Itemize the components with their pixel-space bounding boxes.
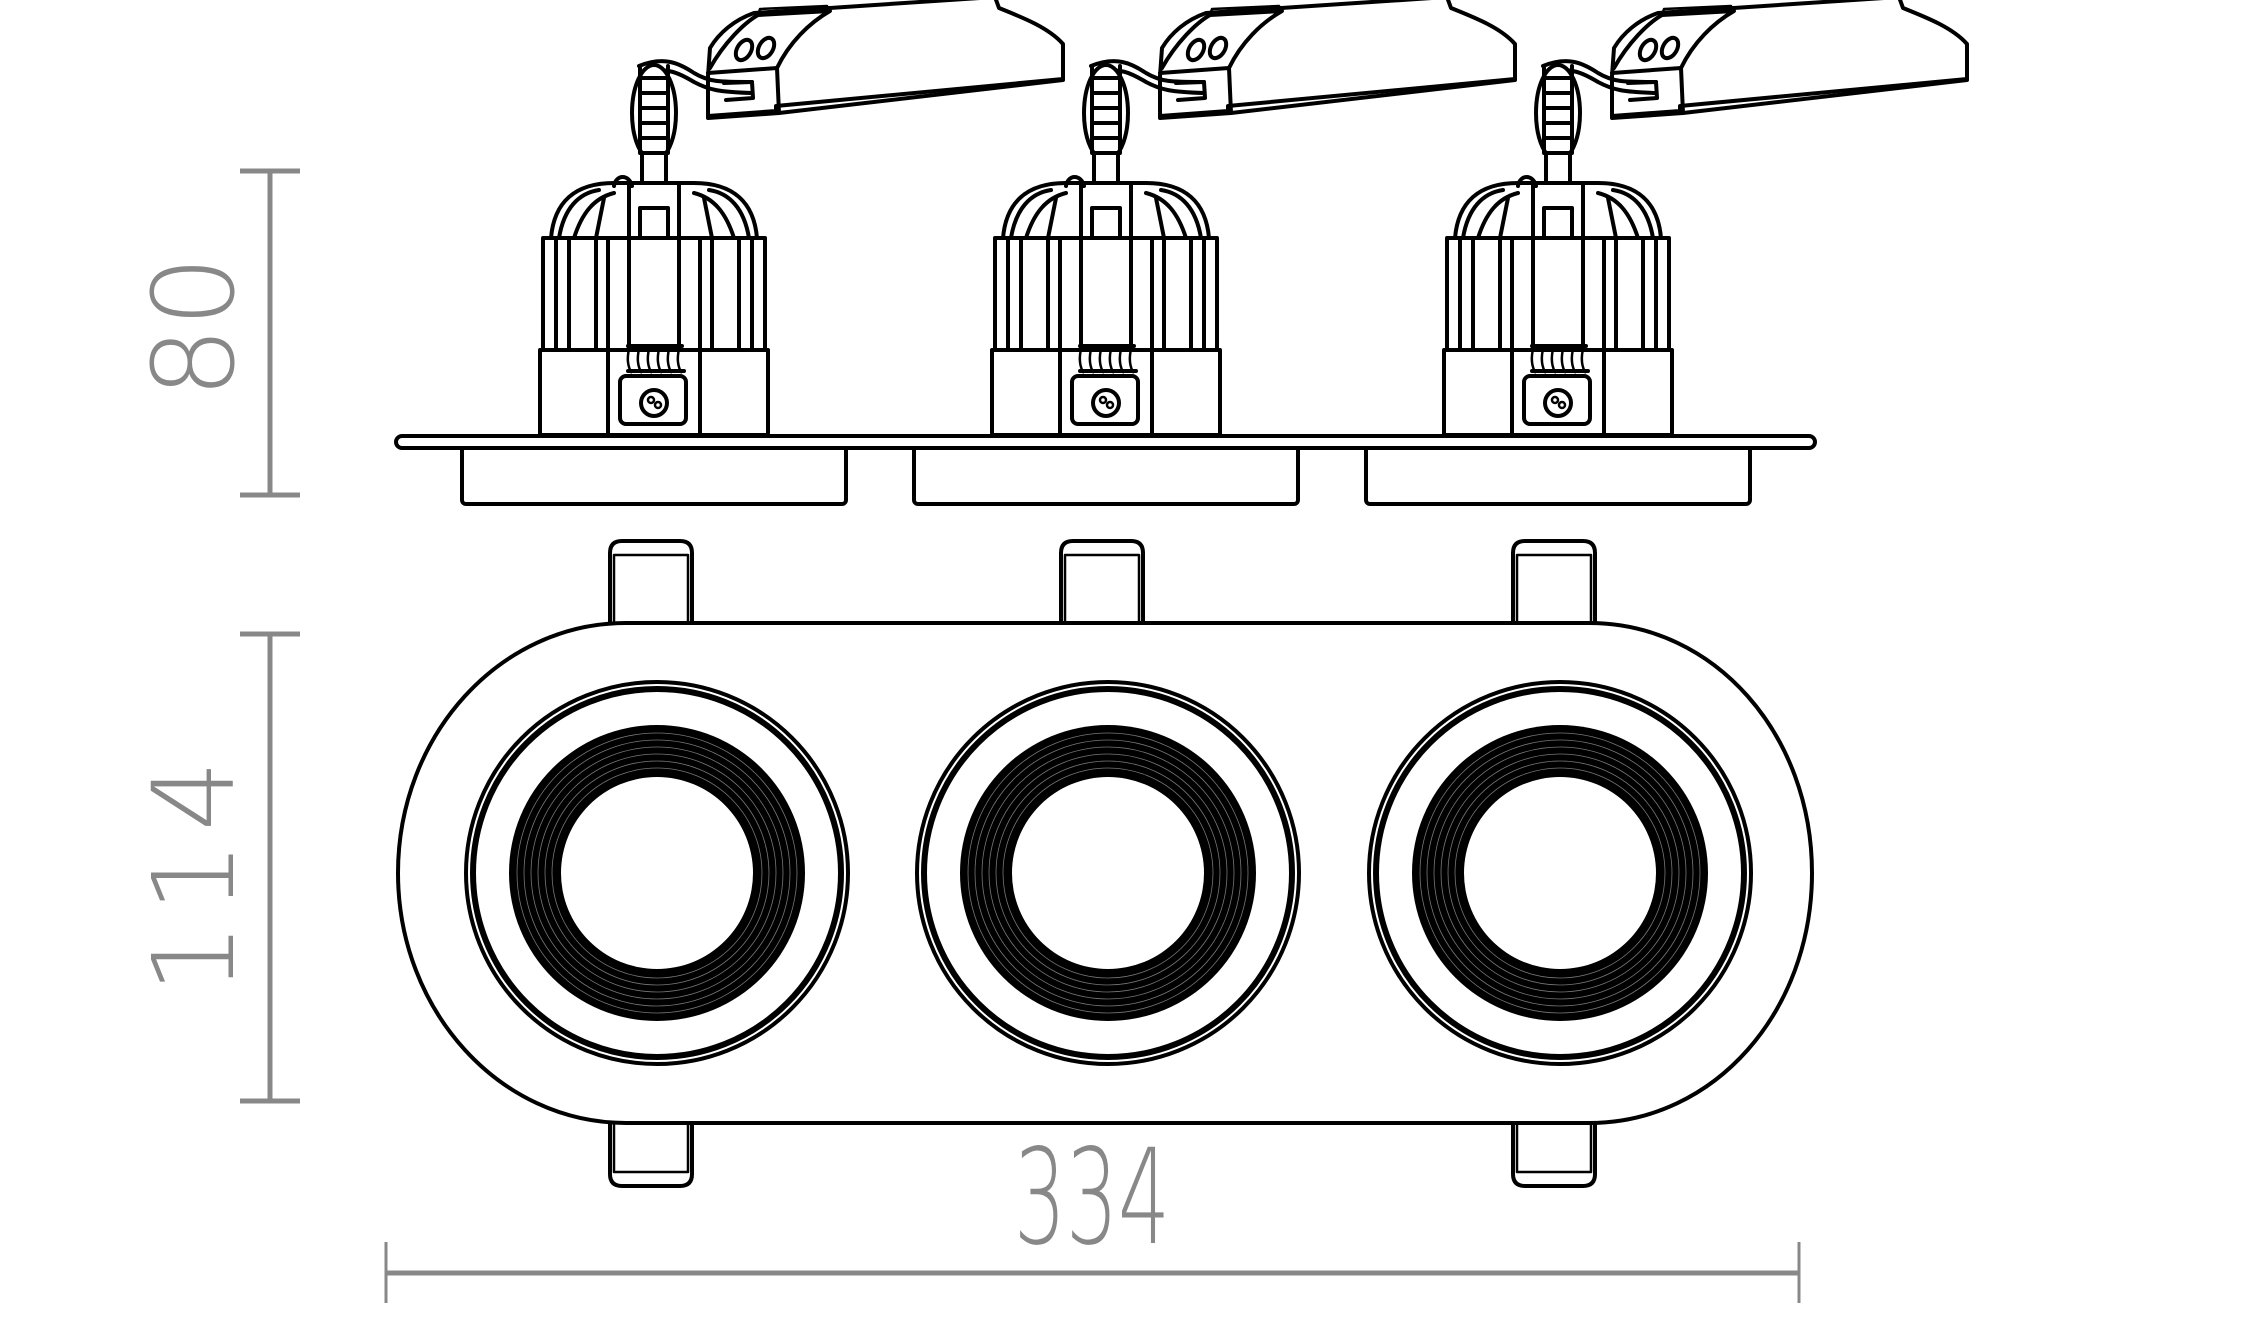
trim-frame-2 (912, 443, 1300, 506)
top-tab-3 (1511, 539, 1597, 633)
dimension-width-label: 334 (1013, 1121, 1171, 1275)
lamp-assembly-2 (990, 0, 1517, 437)
dimension-height-label: 80 (130, 255, 260, 399)
lamp-assembly-1 (538, 0, 1065, 437)
side-view (394, 0, 1969, 506)
dimension-depth-line (240, 631, 300, 1104)
top-tab-1 (608, 539, 694, 633)
lamp-assembly-3 (1442, 0, 1969, 437)
lamp-front-3 (1369, 682, 1751, 1064)
top-tab-2 (1059, 539, 1145, 633)
trim-frame-3 (1364, 443, 1752, 506)
dimension-height-line (240, 168, 300, 498)
lamp-front-1 (466, 682, 848, 1064)
dimension-depth-label: 114 (130, 750, 260, 994)
mounting-plate (394, 434, 1817, 450)
lamp-front-2 (917, 682, 1299, 1064)
front-view (396, 539, 1814, 1188)
dimension-width-line (384, 1242, 1801, 1303)
trim-frame-1 (460, 443, 848, 506)
